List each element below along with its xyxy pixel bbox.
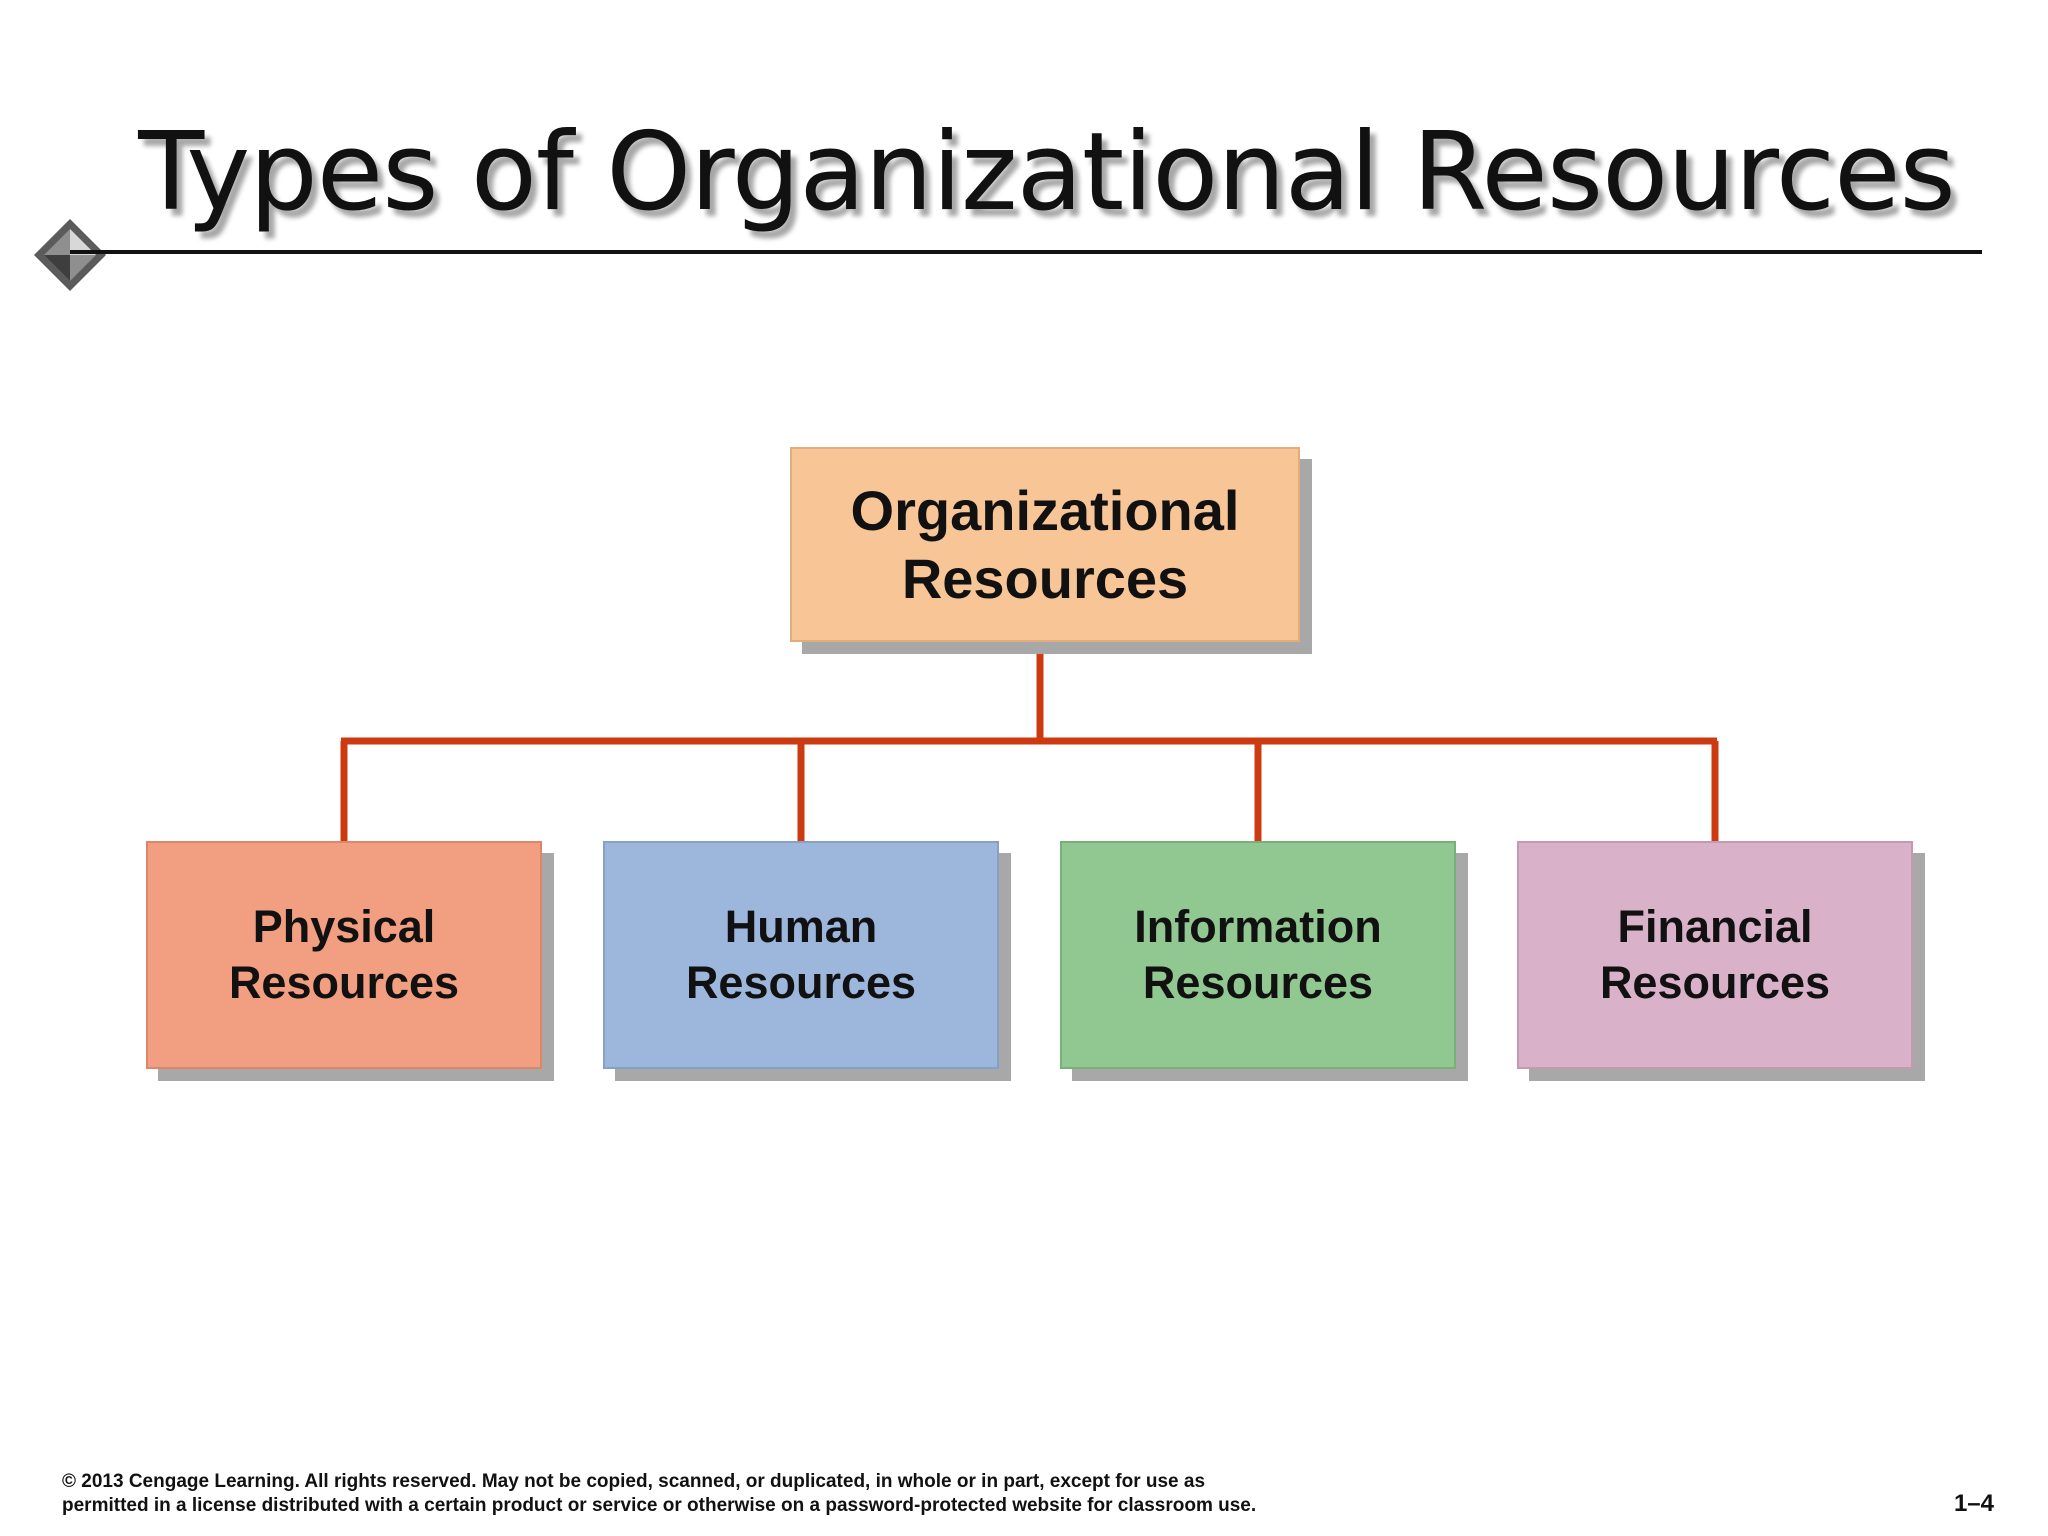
title-divider	[70, 250, 1982, 254]
information-label-line-2: Resources	[1142, 957, 1374, 1008]
financial-label-line-2: Resources	[1599, 957, 1831, 1008]
human-label-line-1: Human	[724, 901, 878, 952]
financial-resources-box: Financial Resources	[1517, 841, 1913, 1069]
copyright-line-2: permitted in a license distributed with …	[62, 1495, 1257, 1516]
root-label-line-2: Resources	[901, 546, 1189, 610]
physical-resources-box: Physical Resources	[146, 841, 542, 1069]
information-label-line-1: Information	[1134, 901, 1382, 952]
organizational-resources-box: Organizational Resources	[790, 447, 1300, 642]
physical-label-line-2: Resources	[228, 957, 460, 1008]
information-resources-box: Information Resources	[1060, 841, 1456, 1069]
human-resources-box: Human Resources	[603, 841, 999, 1069]
copyright-notice: © 2013 Cengage Learning. All rights rese…	[62, 1470, 1256, 1518]
human-label-line-2: Resources	[685, 957, 917, 1008]
slide-title: Types of Organizational Resources	[138, 110, 1956, 235]
financial-label-line-1: Financial	[1617, 901, 1813, 952]
root-label-line-1: Organizational	[850, 478, 1240, 542]
copyright-line-1: © 2013 Cengage Learning. All rights rese…	[62, 1471, 1206, 1492]
physical-label-line-1: Physical	[252, 901, 436, 952]
diamond-bullet-icon	[34, 219, 106, 291]
slide-number: 1–4	[1953, 1490, 1994, 1517]
